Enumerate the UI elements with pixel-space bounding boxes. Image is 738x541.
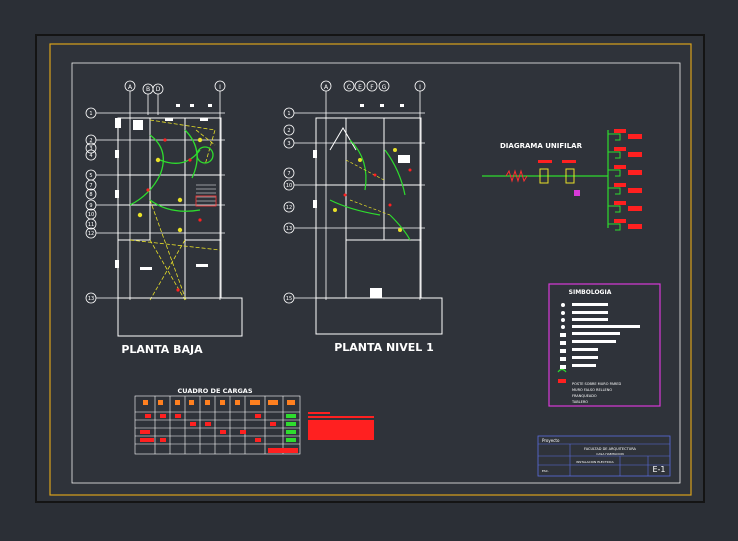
title-block-subtitle: CASA HABITACION — [596, 452, 624, 456]
ground-axis-letter-i: I — [219, 84, 221, 91]
ground-circuits — [129, 129, 214, 212]
ground-axis-num-11: 11 — [88, 222, 94, 228]
legend-box: SIMBOLOGIA POSTE SOBRE MURO PARED MURO F… — [548, 283, 661, 407]
load-table-totals — [286, 414, 296, 442]
upper-devices — [343, 168, 412, 207]
ground-top-axis-bubbles — [124, 80, 226, 300]
drawing-area-border — [71, 62, 681, 484]
upper-axis-num-13: 13 — [286, 226, 292, 232]
single-line-diagram: DIAGRAMA UNIFILAR — [482, 129, 642, 231]
diagram-branch-tags — [614, 129, 642, 229]
upper-axis-num-10: 10 — [286, 183, 292, 189]
ground-axis-num-3: 3 — [89, 146, 92, 152]
ground-wall-blocks — [115, 104, 212, 270]
upper-axis-letter-f: F — [370, 84, 374, 91]
load-table-summary — [308, 420, 374, 440]
ground-axis-num-13: 13 — [88, 296, 94, 302]
title-block: Proyecto FACULTAD DE ARQUITECTURA CASA H… — [537, 435, 671, 477]
planta-baja-plan: A B D I 1 2 3 4 5 7 8 9 10 11 12 13 — [85, 80, 243, 356]
load-table-title: CUADRO DE CARGAS — [177, 387, 252, 395]
title-block-content: INSTALACION ELECTRICA — [576, 460, 614, 464]
legend-symbols — [560, 303, 566, 369]
load-table-headers — [143, 400, 295, 405]
ground-lamps — [137, 137, 203, 233]
ground-devices — [146, 138, 202, 292]
ground-axis-num-2: 2 — [89, 138, 92, 144]
upper-top-axis-bubbles — [320, 80, 426, 300]
legend-descriptions — [572, 303, 640, 367]
planta-baja-title: PLANTA BAJA — [121, 343, 203, 356]
upper-axis-letter-i: I — [419, 84, 421, 91]
planta-nivel-1-title: PLANTA NIVEL 1 — [334, 341, 434, 354]
upper-wall-blocks — [313, 104, 410, 298]
diagram-tag-2 — [562, 160, 576, 163]
ground-stairs — [196, 184, 216, 202]
upper-axis-letter-a: A — [324, 84, 329, 91]
diagram-main-breaker — [539, 168, 549, 184]
legend-note-3: FRANQUEADO — [572, 394, 597, 398]
upper-axis-num-3: 3 — [287, 141, 290, 147]
title-block-scale: ESC. — [542, 469, 549, 473]
ground-axis-num-5: 5 — [89, 173, 92, 179]
planta-nivel-1-plan: A C E F G I 1 2 3 7 10 12 13 15 — [283, 80, 443, 354]
ground-axis-num-10: 10 — [88, 212, 94, 218]
upper-sidewalk — [315, 297, 443, 335]
load-table-notes — [308, 412, 374, 418]
upper-axis-num-1: 1 — [287, 111, 290, 117]
title-block-sheet-id: E-1 — [652, 465, 665, 474]
title-block-school: FACULTAD DE ARQUITECTURA — [584, 447, 637, 451]
legend-panel-symbol — [558, 379, 566, 383]
sheet-inner-frame — [49, 43, 692, 496]
upper-axis-num-15: 15 — [286, 296, 292, 302]
ground-axis-num-8: 8 — [89, 192, 92, 198]
diagram-tag-1 — [538, 160, 552, 163]
load-table-total-row — [268, 448, 298, 453]
load-table-cells — [140, 414, 276, 442]
upper-axis-num-12: 12 — [286, 205, 292, 211]
load-table: CUADRO DE CARGAS — [134, 387, 374, 455]
ground-sidewalk — [117, 297, 243, 337]
ground-axis-num-1: 1 — [89, 111, 92, 117]
ground-axis-letter-b: B — [146, 86, 150, 93]
legend-title: SIMBOLOGIA — [569, 289, 612, 296]
upper-circuits — [329, 139, 411, 241]
diagram-branch-circuits — [608, 133, 621, 231]
ground-axis-num-9: 9 — [89, 203, 92, 209]
legend-note-1: POSTE SOBRE MURO PARED — [572, 382, 621, 386]
legend-note-2: MURO FALSO RELLENO — [572, 388, 612, 392]
upper-feeder-lines — [345, 159, 391, 216]
ground-axis-num-7: 7 — [89, 183, 92, 189]
ground-stairs-red — [195, 195, 217, 207]
ground-axis-num-4: 4 — [89, 153, 92, 159]
upper-axis-num-7: 7 — [287, 171, 290, 177]
legend-circuit-symbol — [557, 368, 567, 373]
upper-lamps — [333, 148, 402, 232]
ground-axis-letter-d: D — [156, 86, 161, 93]
ground-axis-letter-a: A — [128, 84, 133, 91]
upper-axis-letter-e: E — [358, 84, 362, 91]
diagram-meter-coil — [505, 169, 528, 183]
diagram-title: DIAGRAMA UNIFILAR — [500, 142, 583, 150]
upper-axis-num-2: 2 — [287, 128, 290, 134]
upper-axis-letter-c: C — [347, 84, 351, 91]
diagram-ground-tag — [574, 190, 580, 196]
legend-note-4: TABLERO — [571, 400, 588, 404]
diagram-panel — [565, 168, 575, 184]
ground-axis-num-12: 12 — [88, 231, 94, 237]
title-block-header: Proyecto — [542, 438, 560, 443]
upper-axis-letter-g: G — [382, 84, 387, 91]
